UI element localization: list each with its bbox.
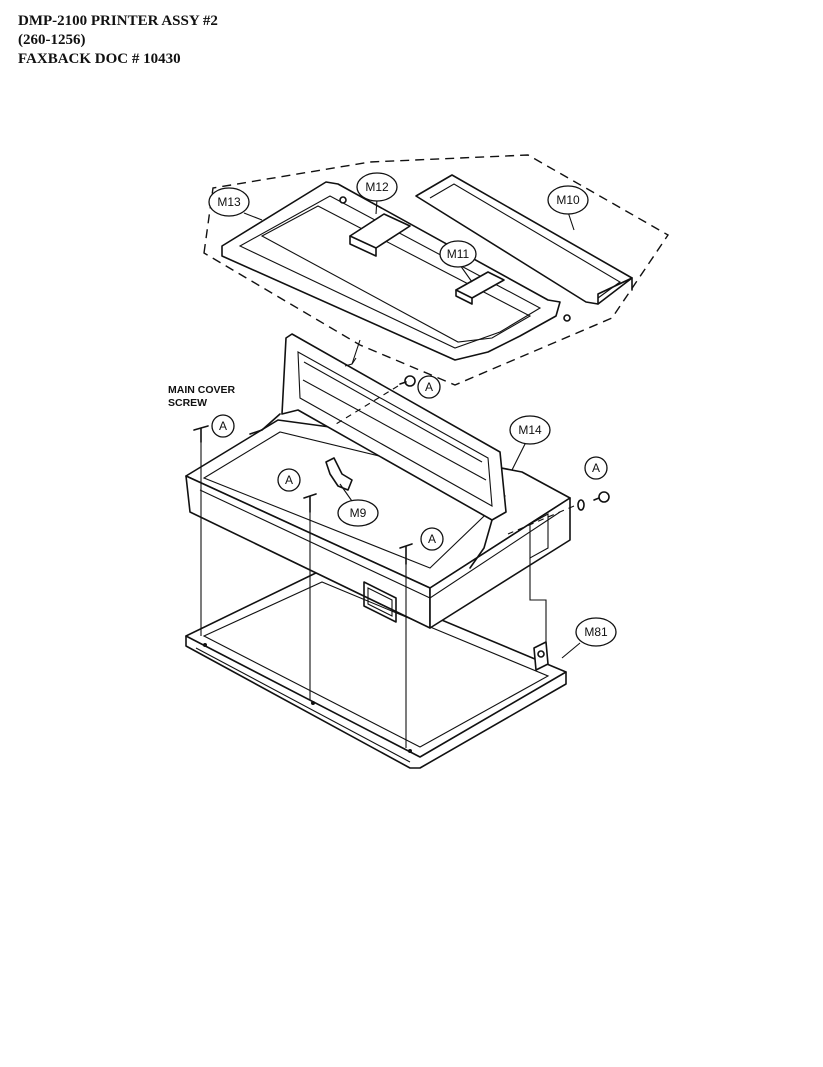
svg-text:SCREW: SCREW bbox=[168, 397, 207, 409]
svg-text:MAIN COVER: MAIN COVER bbox=[168, 384, 236, 396]
subassembly-boundary bbox=[203, 154, 670, 386]
svg-text:M81: M81 bbox=[584, 625, 608, 639]
callout-m14: M14 bbox=[509, 415, 551, 445]
assembly-lines bbox=[200, 339, 575, 748]
svg-text:M9: M9 bbox=[350, 506, 367, 520]
part-number: (260-1256) bbox=[18, 32, 86, 48]
svg-text:A: A bbox=[219, 419, 227, 433]
callout-m81: M81 bbox=[575, 617, 617, 647]
callout-m13: M13 bbox=[208, 187, 250, 217]
callout-a-top: A bbox=[417, 375, 441, 399]
main-cover-screw-note: MAIN COVER SCREW bbox=[168, 384, 236, 409]
svg-text:A: A bbox=[425, 380, 433, 394]
faxback-doc-number: FAXBACK DOC # 10430 bbox=[18, 51, 181, 67]
callout-m11: M11 bbox=[439, 240, 477, 268]
svg-text:M13: M13 bbox=[217, 195, 241, 209]
document-header: DMP-2100 PRINTER ASSY #2 (260-1256) FAXB… bbox=[18, 12, 218, 69]
callout-m9: M9 bbox=[337, 499, 379, 527]
rear-cover bbox=[415, 174, 633, 305]
callout-a-right: A bbox=[584, 456, 608, 480]
callout-a-center: A bbox=[277, 468, 301, 492]
svg-text:M11: M11 bbox=[447, 247, 470, 261]
part-m12 bbox=[349, 213, 411, 257]
svg-text:M10: M10 bbox=[556, 193, 580, 207]
main-cover bbox=[185, 419, 571, 629]
callout-m10: M10 bbox=[547, 185, 589, 215]
front-bezel bbox=[249, 333, 507, 569]
svg-text:A: A bbox=[592, 461, 600, 475]
hinge-bracket bbox=[533, 641, 549, 671]
base-plate bbox=[185, 569, 567, 769]
part-m11 bbox=[455, 271, 505, 305]
svg-text:A: A bbox=[428, 532, 436, 546]
svg-text:M12: M12 bbox=[365, 180, 389, 194]
callout-a-left: A bbox=[211, 414, 235, 438]
part-m9-clip bbox=[325, 457, 353, 491]
screws bbox=[193, 196, 610, 565]
callout-m12: M12 bbox=[356, 172, 398, 202]
callout-leaders bbox=[243, 198, 581, 659]
callout-a-front: A bbox=[420, 527, 444, 551]
top-frame bbox=[221, 181, 561, 361]
svg-text:M14: M14 bbox=[518, 423, 542, 437]
model-title: DMP-2100 PRINTER ASSY #2 bbox=[18, 13, 218, 29]
svg-text:A: A bbox=[285, 473, 293, 487]
